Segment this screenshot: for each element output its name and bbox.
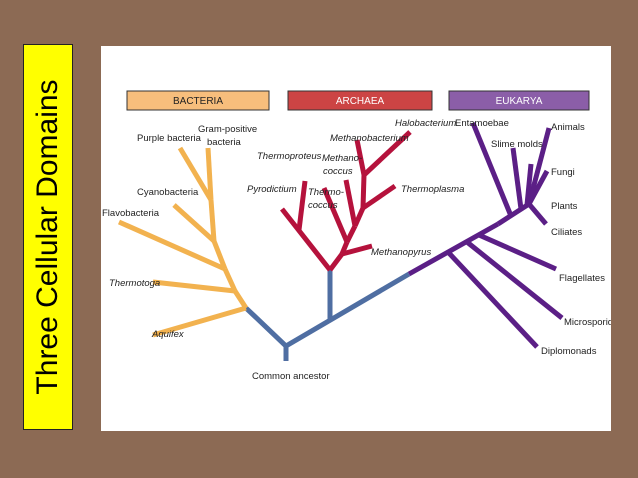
label-animals: Animals <box>551 122 585 133</box>
label-thermoplasma: Thermoplasma <box>401 184 464 195</box>
slide-title: Three Cellular Domains <box>31 79 64 395</box>
label-thermococcus-1: Thermo- <box>308 187 344 198</box>
slide-title-banner: Three Cellular Domains <box>23 44 73 430</box>
phylogenetic-tree: BACTERIA ARCHAEA EUKARYA <box>102 90 611 382</box>
label-thermotoga: Thermotoga <box>109 278 160 289</box>
label-methanococcus-2: coccus <box>323 166 353 177</box>
archaea-header-label: ARCHAEA <box>336 96 385 107</box>
label-fungi: Fungi <box>551 167 575 178</box>
eukarya-header <box>448 90 590 111</box>
archaea-header <box>287 90 433 111</box>
trunk-to-bacteria <box>244 306 288 348</box>
label-thermococcus-2: coccus <box>308 200 338 211</box>
label-cyanobacteria: Cyanobacteria <box>137 187 199 198</box>
bacteria-header <box>126 90 270 111</box>
tree-of-life-diagram: BACTERIA ARCHAEA EUKARYA <box>101 46 611 431</box>
eukarya-branches <box>407 122 564 349</box>
trunk-right <box>284 271 411 349</box>
label-pyrodictium: Pyrodictium <box>247 184 297 195</box>
label-microsporidia: Microsporidia <box>564 317 611 328</box>
archaea-branches <box>280 130 412 272</box>
label-diplomonads: Diplomonads <box>541 346 597 357</box>
label-slime-molds: Slime molds <box>491 139 543 150</box>
label-methanococcus-1: Methano- <box>322 153 362 164</box>
label-thermoproteus: Thermoproteus <box>257 151 322 162</box>
label-purple-bacteria: Purple bacteria <box>137 133 202 144</box>
label-entamoebae: Entamoebae <box>455 118 509 129</box>
label-ciliates: Ciliates <box>551 227 582 238</box>
trunk-branches <box>244 270 411 361</box>
eukarya-header-label: EUKARYA <box>496 96 543 107</box>
bacteria-branches <box>117 146 249 338</box>
label-halobacterium: Halobacterium <box>395 118 456 129</box>
label-plants: Plants <box>551 201 578 212</box>
label-flavobacteria: Flavobacteria <box>102 208 160 219</box>
label-gram-positive: Gram-positive <box>198 124 257 135</box>
label-flagellates: Flagellates <box>559 273 605 284</box>
label-methanobacterium: Methanobacterium <box>330 133 409 144</box>
label-gram-positive-bacteria: bacteria <box>207 137 242 148</box>
label-aquifex: Aquifex <box>151 329 185 340</box>
label-common-ancestor: Common ancestor <box>252 371 330 382</box>
label-methanopyrus: Methanopyrus <box>371 247 431 258</box>
bacteria-header-label: BACTERIA <box>173 96 223 107</box>
